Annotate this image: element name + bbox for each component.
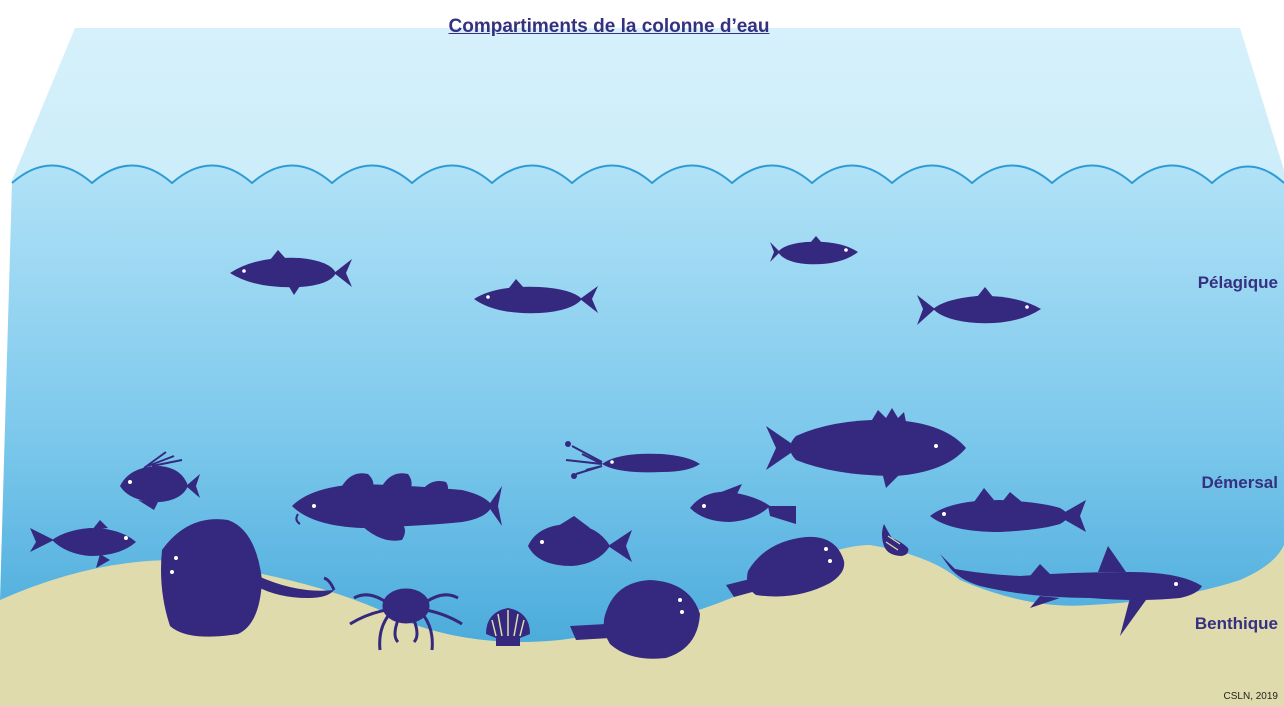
zone-label-benthic: Benthique: [1195, 614, 1278, 634]
zone-label-demersal: Démersal: [1201, 473, 1278, 493]
zone-label-pelagic: Pélagique: [1198, 273, 1278, 293]
diagram-title: Compartiments de la colonne d’eau: [0, 16, 1218, 38]
source-credit: CSLN, 2019: [1224, 691, 1278, 702]
